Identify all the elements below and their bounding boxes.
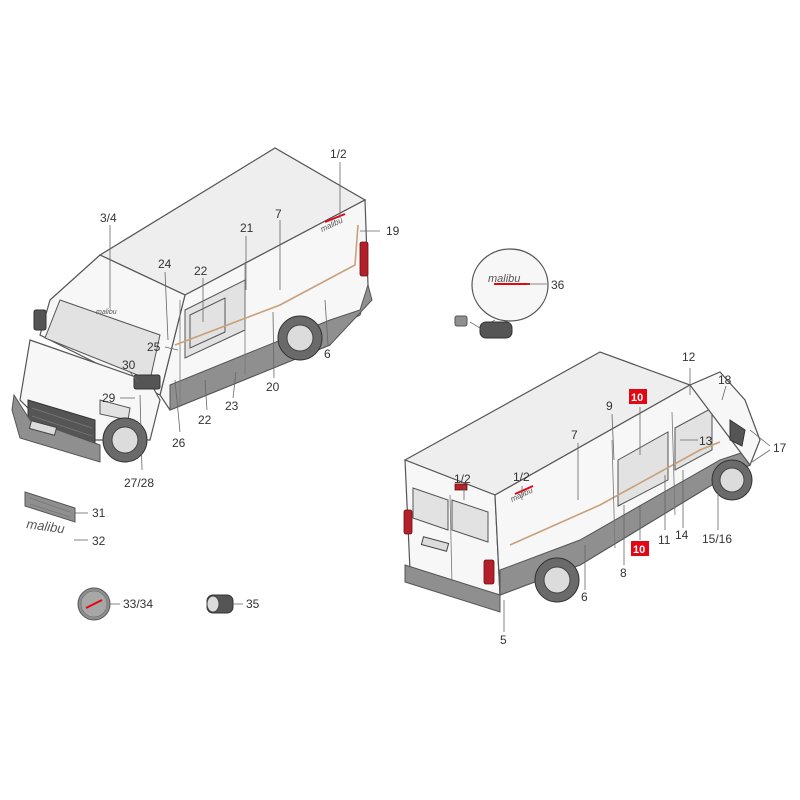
callout-33-34: 33/34 [123, 597, 153, 611]
front-van-illustration: malibu malibu [11, 147, 373, 463]
callout-29: 29 [102, 391, 116, 405]
callout-19: 19 [386, 224, 400, 238]
callout-5: 5 [500, 633, 507, 647]
callout-24: 24 [158, 257, 172, 271]
callout-36: 36 [551, 278, 565, 292]
callout-20: 20 [266, 380, 280, 394]
callout-35: 35 [246, 597, 260, 611]
callout-7-front: 7 [275, 207, 282, 221]
rear-van-leaders [463, 368, 771, 632]
callout-21: 21 [240, 221, 254, 235]
callout-6-rear: 6 [581, 590, 588, 604]
callout-17: 17 [773, 441, 787, 455]
lettering-32: malibu [26, 516, 66, 536]
callout-7-rear: 7 [571, 428, 578, 442]
callout-18: 18 [718, 373, 732, 387]
callout-9: 9 [606, 399, 613, 413]
callout-22-top: 22 [194, 264, 208, 278]
callout-14: 14 [675, 528, 689, 542]
badge-31-illustration [24, 491, 88, 523]
callout-13: 13 [699, 434, 713, 448]
callout-32: 32 [92, 534, 106, 548]
callout-10-bottom-box [631, 541, 649, 556]
callout-12: 12 [682, 350, 696, 364]
callout-11: 11 [658, 533, 671, 547]
front-van-leaders [109, 162, 380, 471]
rear-van-illustration: malibu [403, 351, 761, 613]
lettering-32-illustration: malibu [26, 516, 88, 541]
callout-3-4: 3/4 [100, 211, 117, 225]
callout-23: 23 [225, 399, 239, 413]
callout-6-front: 6 [324, 347, 331, 361]
callout-26: 26 [172, 436, 186, 450]
windshield-logo: malibu [96, 309, 117, 316]
callout-1-2-rear-a: 1/2 [454, 472, 471, 486]
emblem-33-34-illustration [77, 587, 120, 621]
callout-22-bottom: 22 [198, 413, 212, 427]
callout-10-top-box [629, 389, 647, 404]
callout-1-2-front: 1/2 [330, 147, 347, 161]
callout-15-16: 15/16 [702, 532, 732, 546]
callout-10-top: 10 [631, 392, 643, 404]
callout-labels: 1/2 3/4 7 19 21 24 22 25 30 29 26 22 23 … [92, 147, 787, 647]
dish-logo: malibu [488, 273, 520, 285]
callout-1-2-rear-b: 1/2 [513, 470, 530, 484]
part-35-illustration [206, 594, 243, 614]
callout-30: 30 [122, 358, 136, 372]
callout-8: 8 [620, 566, 627, 580]
satellite-dish-illustration: malibu [454, 248, 549, 339]
callout-10-bottom: 10 [633, 544, 645, 556]
callout-27-28: 27/28 [124, 476, 154, 490]
callout-25: 25 [147, 340, 161, 354]
callout-31: 31 [92, 506, 106, 520]
